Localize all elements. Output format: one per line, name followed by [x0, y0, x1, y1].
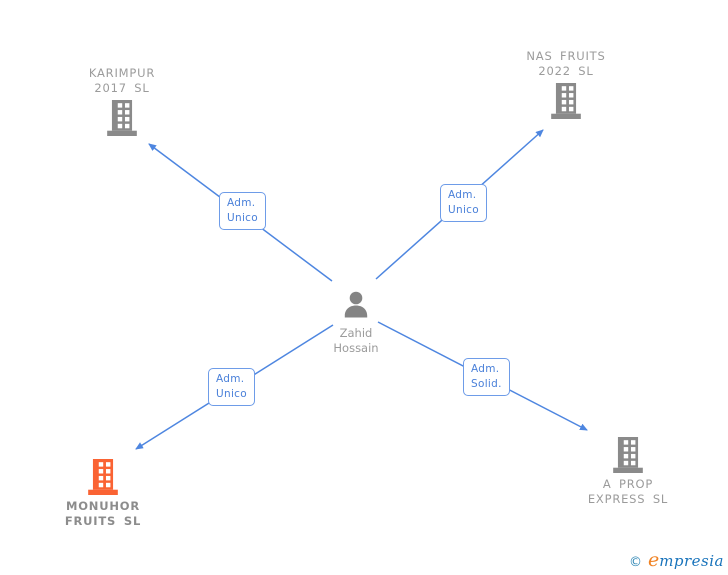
person-label: Zahid Hossain: [333, 326, 379, 355]
company-label: NAS FRUITS 2022 SL: [526, 49, 606, 78]
edge-label-bottom-right: Adm. Solid.: [463, 358, 510, 396]
brand-rest: mpresia: [659, 552, 724, 570]
brand-wordmark: empresia: [648, 549, 724, 571]
building-icon-highlighted: [88, 459, 118, 495]
edge-label-line: Unico: [227, 212, 258, 224]
edge-label-line: Adm.: [448, 189, 477, 201]
node-zahid-hossain[interactable]: Zahid Hossain: [286, 290, 426, 356]
node-nas-fruits[interactable]: NAS FRUITS 2022 SL: [496, 49, 636, 119]
company-label: KARIMPUR 2017 SL: [88, 66, 156, 95]
edge-label-line: Adm.: [227, 197, 256, 209]
company-label: MONUHOR FRUITS SL: [64, 499, 142, 528]
company-label: A PROP EXPRESS SL: [587, 477, 669, 506]
brand-initial: e: [647, 549, 660, 571]
person-icon: [344, 291, 368, 318]
building-icon: [107, 100, 137, 136]
building-icon: [551, 83, 581, 119]
edge-label-line: Adm.: [471, 363, 500, 375]
edge-label-bottom-left: Adm. Unico: [208, 368, 255, 406]
edge-label-line: Unico: [216, 388, 247, 400]
node-karimpur[interactable]: KARIMPUR 2017 SL: [52, 66, 192, 136]
copyright-icon: ©: [628, 555, 642, 570]
building-icon: [613, 437, 643, 473]
edge-label-line: Solid.: [471, 378, 502, 390]
edge-label-top-left: Adm. Unico: [219, 192, 266, 230]
node-a-prop-express[interactable]: A PROP EXPRESS SL: [558, 437, 698, 507]
edge-label-line: Unico: [448, 204, 479, 216]
empresia-logo[interactable]: © empresia: [629, 549, 724, 571]
node-monuhor-fruits[interactable]: MONUHOR FRUITS SL: [33, 459, 173, 529]
edge-label-line: Adm.: [216, 373, 245, 385]
edge-label-top-right: Adm. Unico: [440, 184, 487, 222]
